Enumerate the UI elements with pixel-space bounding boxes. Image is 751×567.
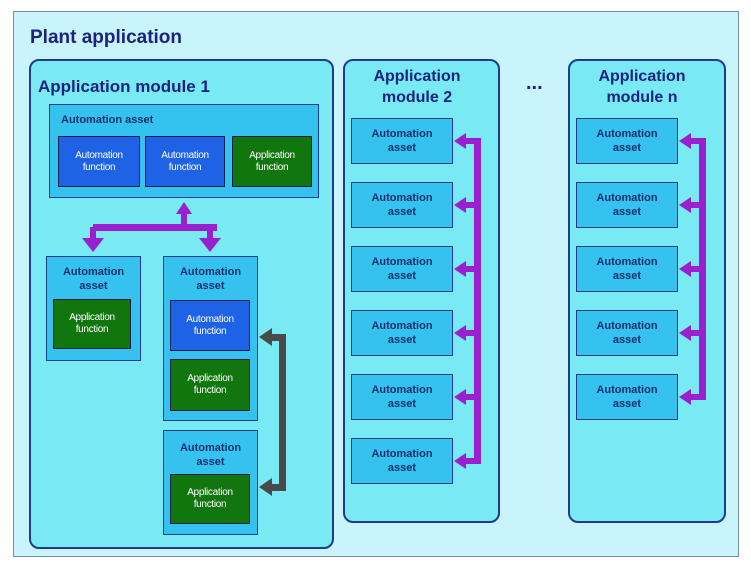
- connector-stub: [463, 394, 481, 400]
- automation-asset: Automation asset: [576, 310, 678, 356]
- connector-stub: [463, 202, 481, 208]
- connector-stub: [688, 394, 706, 400]
- top-asset-label: Automation asset: [61, 114, 154, 126]
- arrowhead: [679, 261, 691, 277]
- middle-asset-label: Automation asset: [179, 266, 242, 292]
- connector-stub: [688, 138, 706, 144]
- module-2-purple-connector: [454, 133, 481, 469]
- automation-asset-label: Automation asset: [371, 320, 433, 346]
- connector-stub: [463, 138, 481, 144]
- bottom-asset-label: Automation asset: [179, 442, 242, 468]
- automation-asset: Automation asset: [351, 182, 453, 228]
- arrowhead: [454, 261, 466, 277]
- arrowhead: [454, 453, 466, 469]
- automation-asset-label: Automation asset: [596, 320, 658, 346]
- connector-bar: [474, 138, 481, 464]
- module-n-purple-connector: [679, 133, 706, 405]
- connector-bar: [699, 138, 706, 400]
- arrowhead: [679, 325, 691, 341]
- automation-asset: Automation asset: [351, 438, 453, 484]
- arrowhead: [454, 133, 466, 149]
- automation-asset: Automation asset: [576, 182, 678, 228]
- automation-asset: Automation asset: [576, 246, 678, 292]
- automation-asset: Automation asset: [576, 374, 678, 420]
- automation-asset: Automation asset: [351, 118, 453, 164]
- connector-stub: [688, 266, 706, 272]
- automation-function: Automation function: [170, 300, 250, 351]
- automation-asset-label: Automation asset: [596, 192, 658, 218]
- application-function: Application function: [170, 359, 250, 411]
- arrowhead: [679, 133, 691, 149]
- automation-asset-label: Automation asset: [371, 256, 433, 282]
- application-function: Application function: [53, 299, 131, 349]
- more-modules-ellipsis: ...: [526, 72, 543, 94]
- connector-stub: [463, 458, 481, 464]
- connector-stub: [463, 330, 481, 336]
- automation-asset-label: Automation asset: [371, 448, 433, 474]
- arrowhead: [454, 389, 466, 405]
- module-1-purple-connector: [82, 202, 221, 252]
- module-1-gray-connector: [259, 328, 286, 496]
- automation-asset-label: Automation asset: [371, 192, 433, 218]
- automation-asset: Automation asset: [351, 246, 453, 292]
- automation-function: Automation function: [145, 136, 225, 187]
- automation-asset: Automation asset: [576, 118, 678, 164]
- automation-function: Automation function: [58, 136, 140, 187]
- automation-asset-label: Automation asset: [596, 384, 658, 410]
- module-2-title: Application module 2: [373, 68, 461, 106]
- left-asset-label: Automation asset: [62, 266, 125, 292]
- connector-stub: [688, 330, 706, 336]
- arrowhead: [679, 389, 691, 405]
- module-1-title: Application module 1: [38, 77, 210, 96]
- automation-asset-label: Automation asset: [371, 128, 433, 154]
- arrowhead: [454, 325, 466, 341]
- application-function: Application function: [232, 136, 312, 187]
- automation-asset-label: Automation asset: [596, 128, 658, 154]
- application-function: Application function: [170, 474, 250, 524]
- connector-stub: [463, 266, 481, 272]
- automation-asset: Automation asset: [351, 374, 453, 420]
- arrowhead: [679, 197, 691, 213]
- arrowhead: [454, 197, 466, 213]
- automation-asset-label: Automation asset: [371, 384, 433, 410]
- automation-asset-label: Automation asset: [596, 256, 658, 282]
- connector-stub: [688, 202, 706, 208]
- module-n-title: Application module n: [598, 68, 686, 106]
- automation-asset: Automation asset: [351, 310, 453, 356]
- plant-title: Plant application: [30, 27, 183, 48]
